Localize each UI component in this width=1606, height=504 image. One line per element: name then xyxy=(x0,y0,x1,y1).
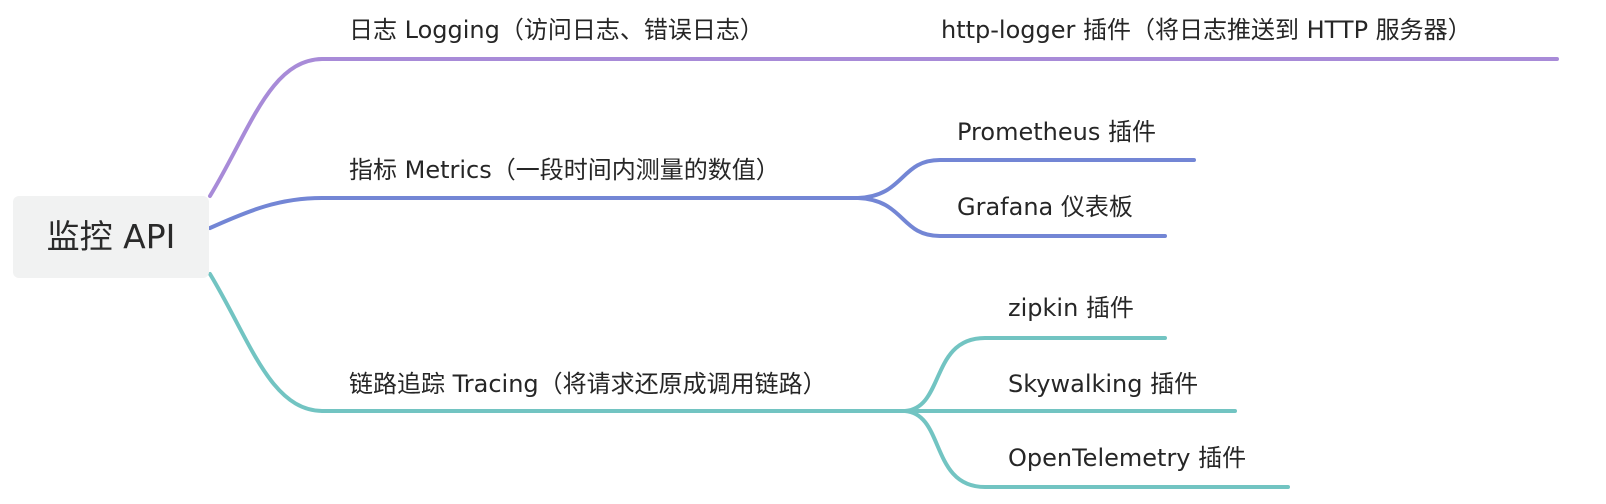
branch-logging-label[interactable]: 日志 Logging（访问日志、错误日志） xyxy=(349,16,764,44)
root-node[interactable] xyxy=(13,196,209,278)
connector-prometheus xyxy=(856,158,1196,200)
connector-logging xyxy=(208,57,1559,198)
connector-metrics xyxy=(208,196,860,230)
connector-opentelemetry xyxy=(903,409,1290,489)
node-prometheus-label[interactable]: Prometheus 插件 xyxy=(957,118,1156,146)
connector-grafana xyxy=(856,196,1167,238)
root-node-label: 监控 API xyxy=(46,217,176,256)
node-zipkin-label[interactable]: zipkin 插件 xyxy=(1008,294,1134,322)
connector-tracing xyxy=(208,272,907,413)
connector-zipkin xyxy=(903,336,1167,413)
branch-tracing-label[interactable]: 链路追踪 Tracing（将请求还原成调用链路） xyxy=(349,370,827,398)
node-grafana-label[interactable]: Grafana 仪表板 xyxy=(957,193,1133,221)
node-http-logger-label[interactable]: http-logger 插件（将日志推送到 HTTP 服务器） xyxy=(941,16,1472,44)
node-opentelemetry-label[interactable]: OpenTelemetry 插件 xyxy=(1008,444,1247,472)
node-skywalking-label[interactable]: Skywalking 插件 xyxy=(1008,370,1199,398)
branch-metrics-label[interactable]: 指标 Metrics（一段时间内测量的数值） xyxy=(349,156,780,184)
